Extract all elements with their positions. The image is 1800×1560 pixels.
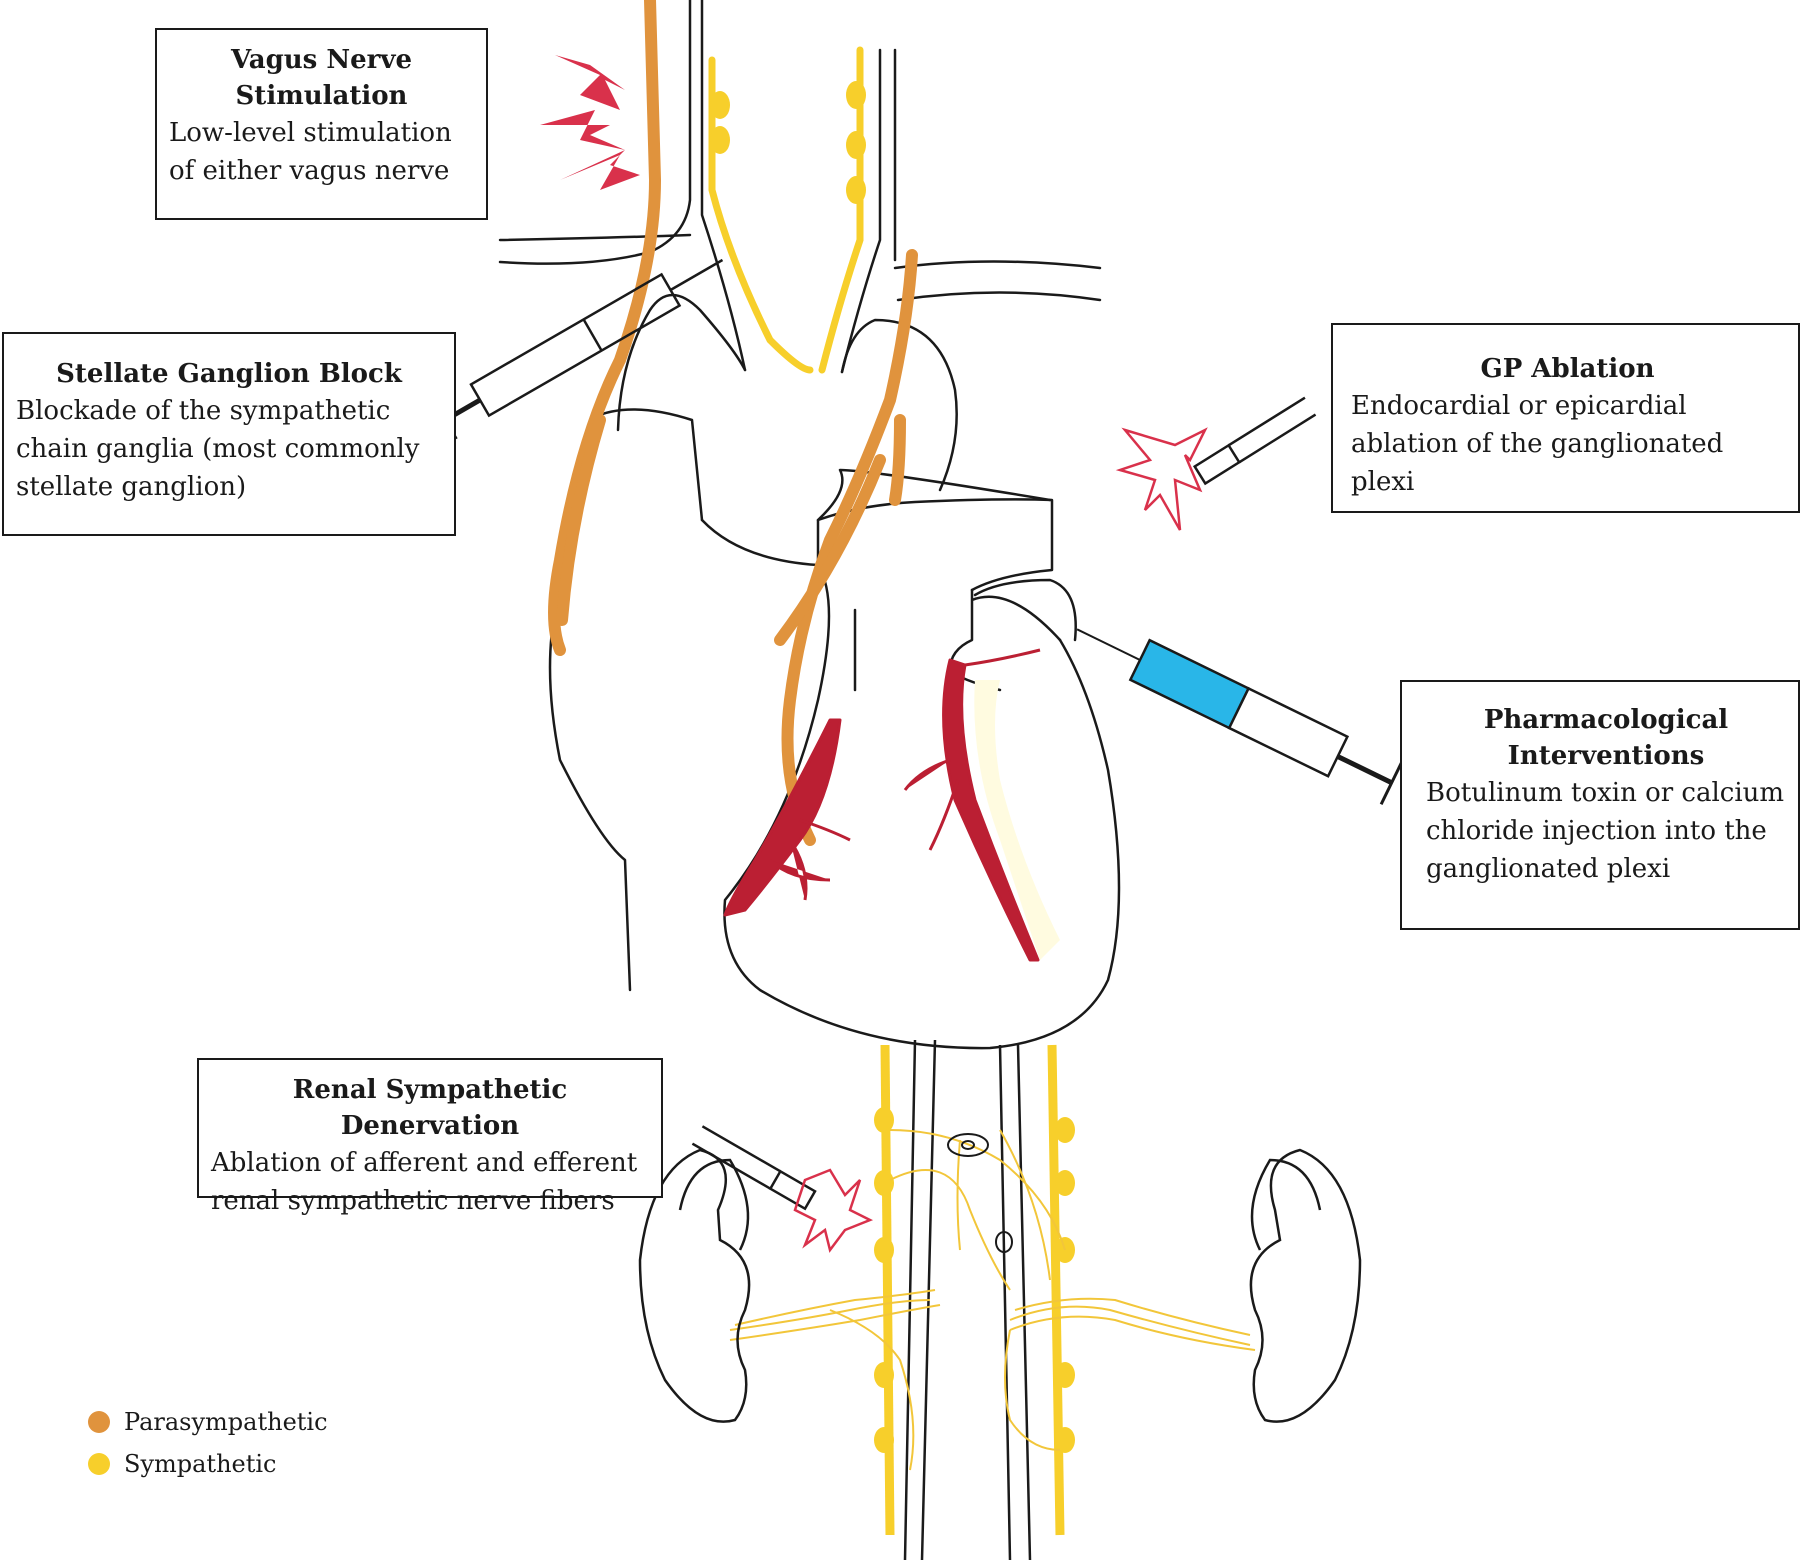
kidney-left: [638, 1148, 751, 1423]
legend-item-parasympathetic: Parasympathetic: [88, 1407, 328, 1437]
ganglion: [1055, 1117, 1075, 1143]
sympathetic-trunk-right: [1047, 1044, 1065, 1536]
box-title: Pharmacological Interventions: [1483, 705, 1729, 771]
sympathetic-chain-right: [818, 46, 864, 374]
box-title: Vagus Nerve Stimulation: [230, 45, 413, 111]
ganglion: [1055, 1362, 1075, 1388]
ganglion: [846, 131, 866, 159]
ganglion: [874, 1237, 894, 1263]
ganglion: [846, 176, 866, 204]
box-description: Low-level stimulation of either vagus ne…: [169, 118, 452, 186]
pulmonary-band: [816, 468, 1052, 522]
sympathetic-chain-left: [708, 56, 814, 374]
legend-label: Parasympathetic: [124, 1408, 328, 1436]
left-atrium-top: [973, 578, 1077, 642]
superior-vena-cava: [590, 408, 704, 522]
legend-dot-icon: [88, 1453, 110, 1475]
left-atrium: [948, 588, 1062, 692]
aortic-arch: [616, 293, 958, 492]
legend-dot-icon: [88, 1411, 110, 1433]
renal-sympathetic-denervation-box: Renal Sympathetic Denervation Ablation o…: [197, 1058, 663, 1216]
box-description: Ablation of afferent and efferent renal …: [211, 1148, 638, 1216]
vagus-nerve-stimulation-box: Vagus Nerve Stimulation Low-level stimul…: [155, 28, 488, 220]
box-description: Botulinum toxin or calcium chloride inje…: [1426, 778, 1785, 884]
ganglion: [710, 91, 730, 119]
mesenteric-artery: [995, 1231, 1013, 1253]
stellate-ganglion-block-box: Stellate Ganglion Block Blockade of the …: [2, 332, 456, 536]
coronary-artery-left-branch: [768, 818, 851, 901]
coronary-artery-right: [942, 658, 1040, 962]
stimulation-spark-icon: [540, 55, 640, 190]
heart-outline: [700, 518, 1121, 1050]
ganglion: [846, 81, 866, 109]
box-description: Blockade of the sympathetic chain gangli…: [16, 396, 420, 502]
celiac-plexus: [889, 1129, 1066, 1291]
vagus-nerve-right: [781, 249, 918, 846]
ganglion: [710, 126, 730, 154]
ganglion: [874, 1427, 894, 1453]
box-title: Stellate Ganglion Block: [56, 359, 402, 389]
gp-ablation-box: GP Ablation Endocardial or epicardial ab…: [1331, 323, 1800, 513]
box-description: Endocardial or epicardial ablation of th…: [1351, 391, 1724, 497]
renal-plexus-right-down: [1004, 1329, 1061, 1451]
ganglion: [1055, 1427, 1075, 1453]
celiac-trunk: [947, 1133, 989, 1157]
adrenal-right: [1250, 1158, 1322, 1251]
ganglion: [1055, 1170, 1075, 1196]
ablation-spark-icon: [793, 427, 1208, 1253]
ablation-catheter-renal: [691, 1125, 817, 1211]
subclavian-right: [893, 260, 1102, 302]
subclavian-left: [498, 233, 692, 242]
coronary-shading: [974, 680, 1060, 960]
syringe-pharmacological: [1076, 628, 1404, 805]
ganglion: [874, 1170, 894, 1196]
ablation-catheter-gp: [1192, 396, 1317, 486]
coronary-artery-right-branch: [903, 648, 1041, 851]
legend-label: Sympathetic: [124, 1450, 277, 1478]
inferior-vena-cava: [998, 1044, 1032, 1560]
adrenal-left: [678, 1158, 750, 1251]
pharmacological-interventions-box: Pharmacological Interventions Botulinum …: [1400, 680, 1800, 930]
box-title: Renal Sympathetic Denervation: [292, 1075, 568, 1141]
ganglion: [874, 1362, 894, 1388]
kidney-right: [1249, 1148, 1362, 1423]
renal-plexus-left-down: [829, 1309, 915, 1471]
heart-left-contour: [548, 416, 632, 992]
renal-plexus-right: [1009, 1297, 1256, 1351]
celiac-trunk-inner: [961, 1140, 975, 1150]
ganglion: [874, 1107, 894, 1133]
legend-item-sympathetic: Sympathetic: [88, 1449, 277, 1479]
renal-plexus-left: [729, 1289, 941, 1341]
syringe-stellate: [433, 258, 724, 440]
coronary-artery-left: [723, 718, 842, 917]
vagus-nerve-left-branch: [556, 414, 606, 626]
box-title: GP Ablation: [1480, 354, 1655, 384]
neck-vessel-left-inner: [700, 0, 747, 372]
vagus-nerve-right-branch: [774, 414, 906, 646]
